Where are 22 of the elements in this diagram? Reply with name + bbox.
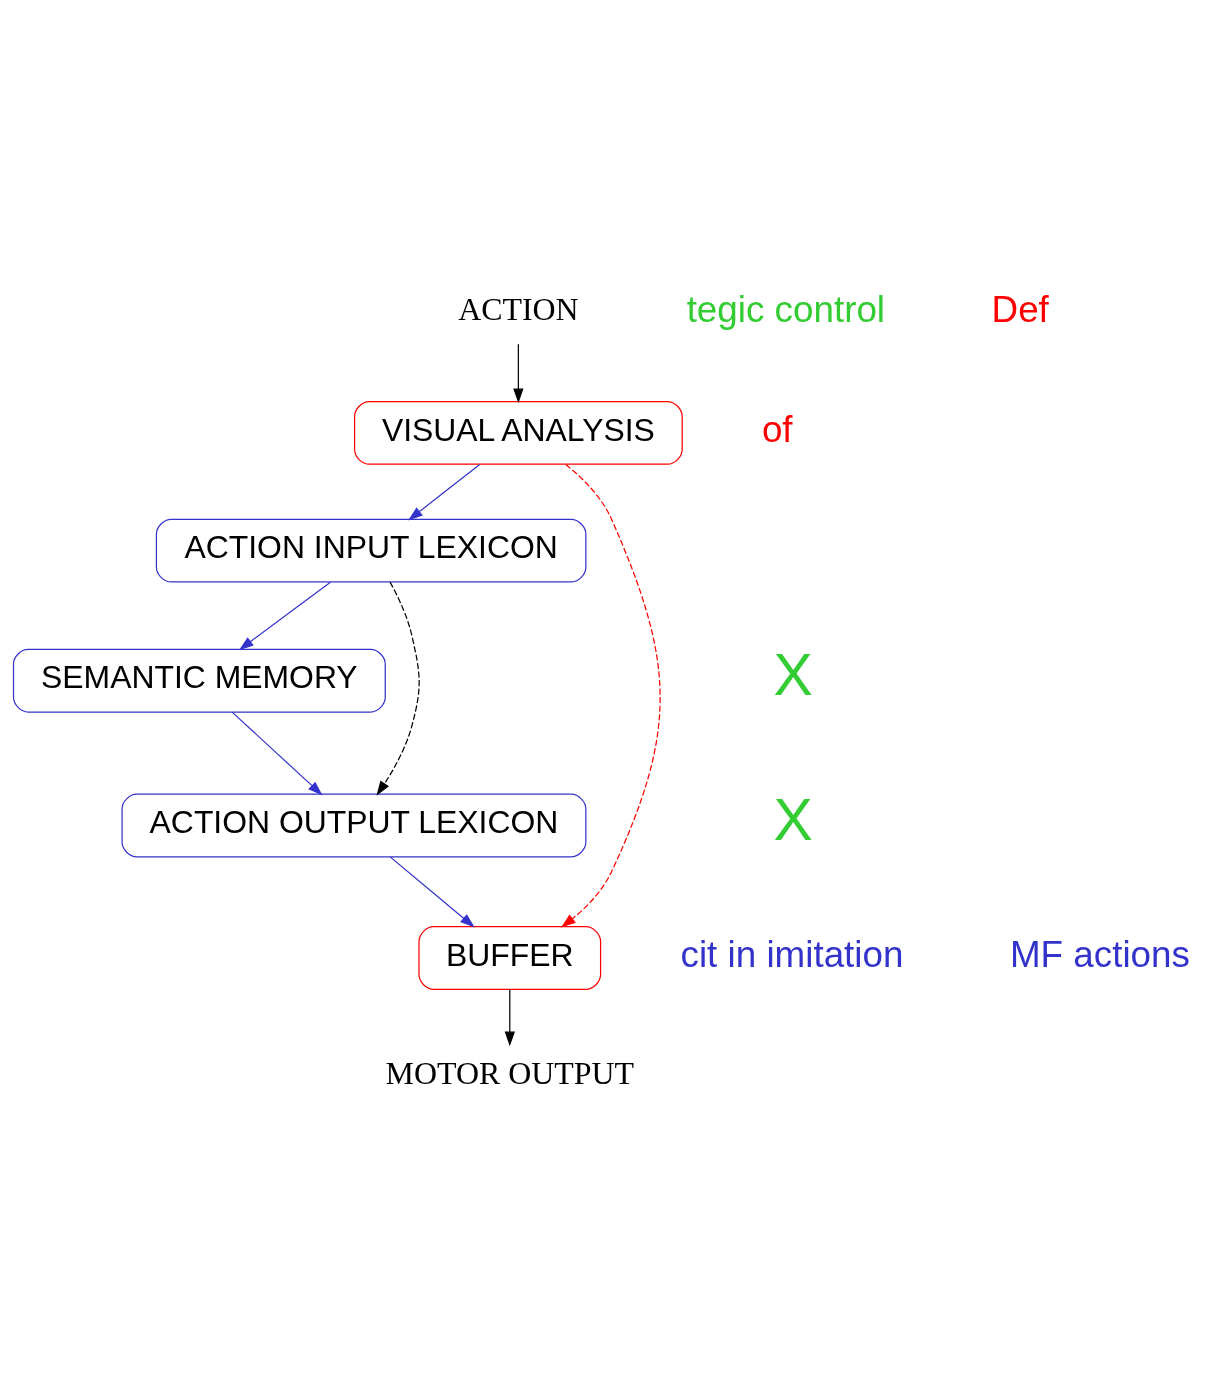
arrow xyxy=(561,463,661,928)
label: Def xyxy=(991,288,1049,330)
node-box: VISUAL ANALYSIS xyxy=(353,400,683,465)
label: X xyxy=(773,641,813,707)
label: of xyxy=(761,408,793,450)
node-text: ACTION xyxy=(458,291,579,327)
arrow xyxy=(389,855,475,928)
label: X xyxy=(773,786,813,852)
label: tegic control xyxy=(686,288,886,330)
node-box: BUFFER xyxy=(418,925,602,990)
node-box: SEMANTIC MEMORY xyxy=(12,648,386,713)
arrow xyxy=(504,988,515,1046)
node-box: ACTION OUTPUT LEXICON xyxy=(121,793,587,857)
arrow xyxy=(513,343,524,403)
arrow xyxy=(238,581,332,650)
label: cit in imitation xyxy=(680,933,904,975)
label: MF actions xyxy=(1009,933,1190,975)
arrow xyxy=(231,711,323,795)
node-text: MOTOR OUTPUT xyxy=(385,1055,634,1091)
arrow xyxy=(408,463,481,520)
node-box: ACTION INPUT LEXICON xyxy=(155,518,587,583)
arrow xyxy=(376,581,420,796)
